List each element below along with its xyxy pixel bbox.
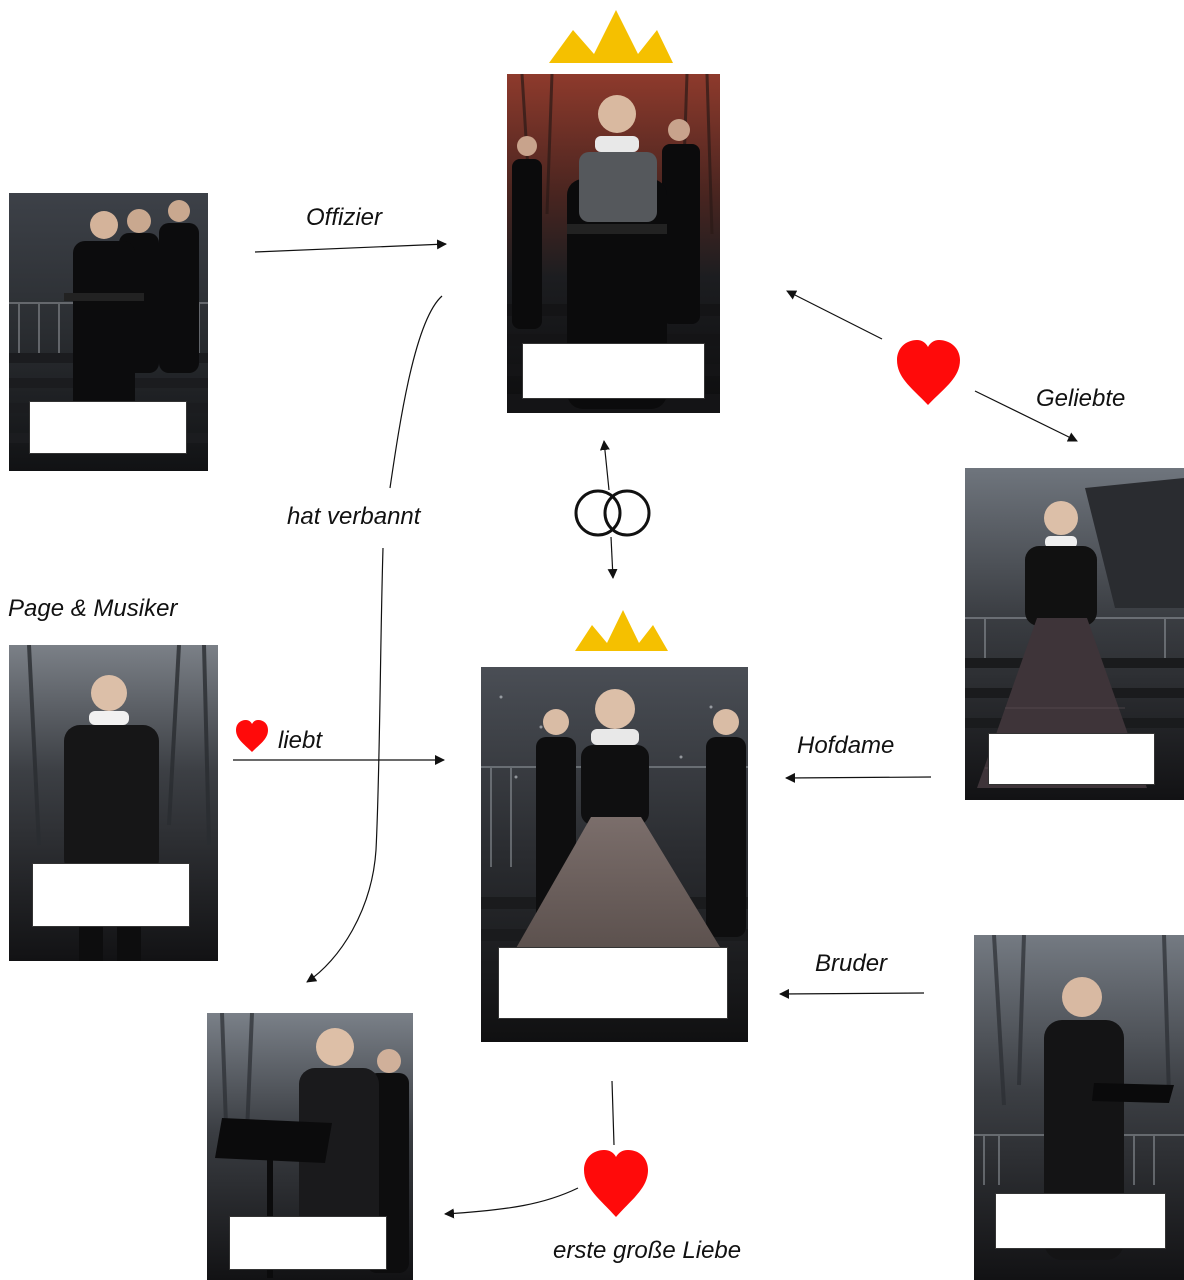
photo-beloved [965, 468, 1184, 800]
label-liebt: liebt [278, 727, 323, 754]
arrow-erste-liebe [444, 1187, 579, 1219]
label-offizier: Offizier [306, 204, 383, 231]
name-placeholder [29, 401, 187, 454]
name-placeholder [32, 863, 190, 927]
photo-page [9, 645, 218, 961]
crown-icon [549, 10, 673, 63]
crown-icon [575, 610, 668, 651]
arrow-rings-up [599, 440, 610, 491]
arrow-hofdame [785, 772, 932, 783]
photo-king [507, 74, 720, 413]
label-page-musiker: Page & Musiker [8, 595, 178, 622]
label-geliebte: Geliebte [1036, 385, 1126, 412]
label-erste-grosse-liebe: erste große Liebe [553, 1237, 742, 1264]
label-bruder: Bruder [815, 950, 888, 977]
name-placeholder [229, 1216, 387, 1270]
wedding-rings-icon [574, 489, 651, 537]
heart-icon [584, 1150, 648, 1217]
line-queen-to-heart [611, 1080, 615, 1146]
name-placeholder [498, 947, 728, 1019]
arrow-offizier [254, 239, 447, 253]
heart-icon [236, 720, 268, 752]
label-hofdame: Hofdame [797, 732, 895, 759]
name-placeholder [522, 343, 705, 399]
photo-officer [9, 193, 208, 471]
arrow-rings-down [607, 536, 618, 579]
photo-brother [974, 935, 1184, 1280]
arrow-hat-verbannt-lower [306, 547, 384, 983]
arrow-hat-verbannt [389, 295, 443, 489]
name-placeholder [995, 1193, 1166, 1249]
photo-queen [481, 667, 748, 1042]
arrow-bruder [779, 988, 925, 999]
arrow-geliebte [974, 390, 1078, 442]
name-placeholder [988, 733, 1155, 785]
photo-first-love [207, 1013, 413, 1280]
arrow-to-king-from-heart [786, 290, 883, 340]
label-hat-verbannt: hat verbannt [287, 503, 421, 530]
heart-icon [897, 340, 960, 405]
